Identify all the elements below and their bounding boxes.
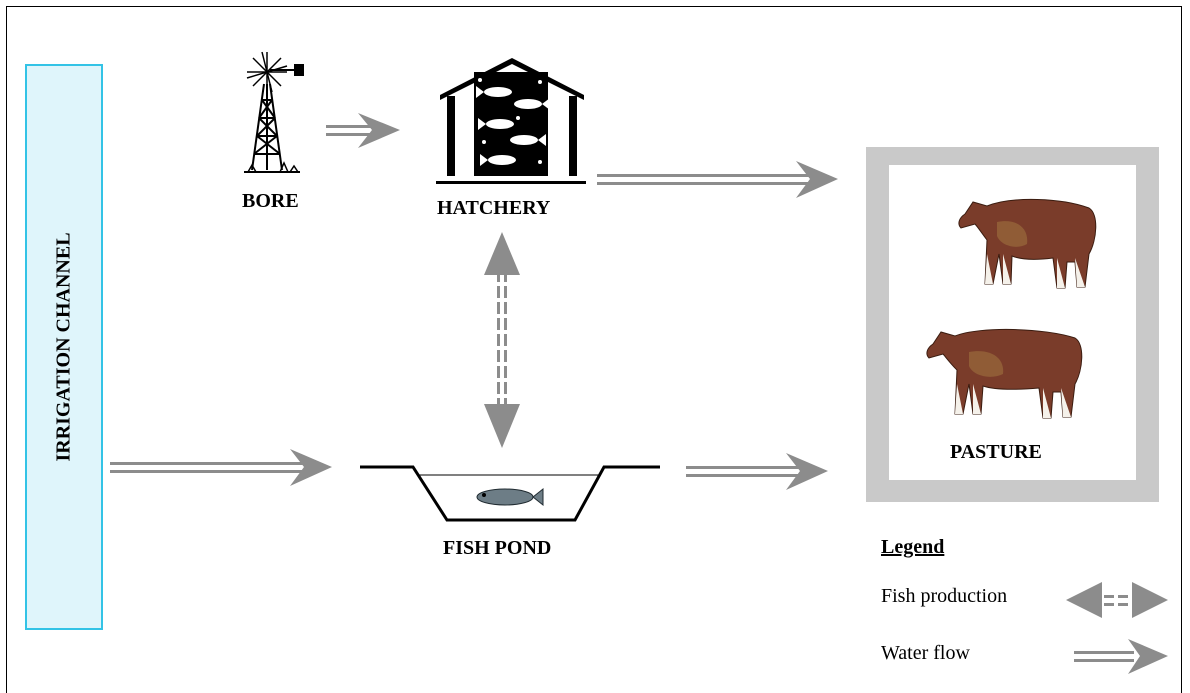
fish-pond-icon	[360, 465, 660, 522]
windmill-icon	[244, 51, 304, 173]
hatchery-label: HATCHERY	[437, 197, 551, 219]
legend-water-flow-symbol	[1074, 639, 1168, 674]
fish-pond-label: FISH POND	[443, 537, 552, 559]
irrigation-channel: IRRIGATION CHANNEL	[25, 64, 103, 630]
pasture-label: PASTURE	[950, 441, 1042, 463]
hatchery-icon	[436, 58, 586, 184]
water-flow-arrow-pond-pasture	[686, 453, 828, 490]
water-flow-arrow-bore-hatchery	[326, 113, 400, 148]
bore-label: BORE	[242, 190, 299, 212]
water-flow-arrow-hatchery-pasture	[597, 161, 838, 198]
legend-fish-production-label: Fish production	[881, 585, 1008, 607]
fish-icon	[476, 487, 544, 507]
cow-icon	[958, 198, 1097, 289]
water-flow-arrow-channel-pond	[110, 449, 332, 486]
legend-fish-production-symbol	[1066, 582, 1168, 618]
diagram-frame	[6, 6, 1182, 693]
legend-title: Legend	[881, 536, 945, 558]
cow-icon	[926, 328, 1083, 419]
legend-water-flow-label: Water flow	[881, 642, 970, 664]
fish-production-arrow	[484, 232, 520, 448]
